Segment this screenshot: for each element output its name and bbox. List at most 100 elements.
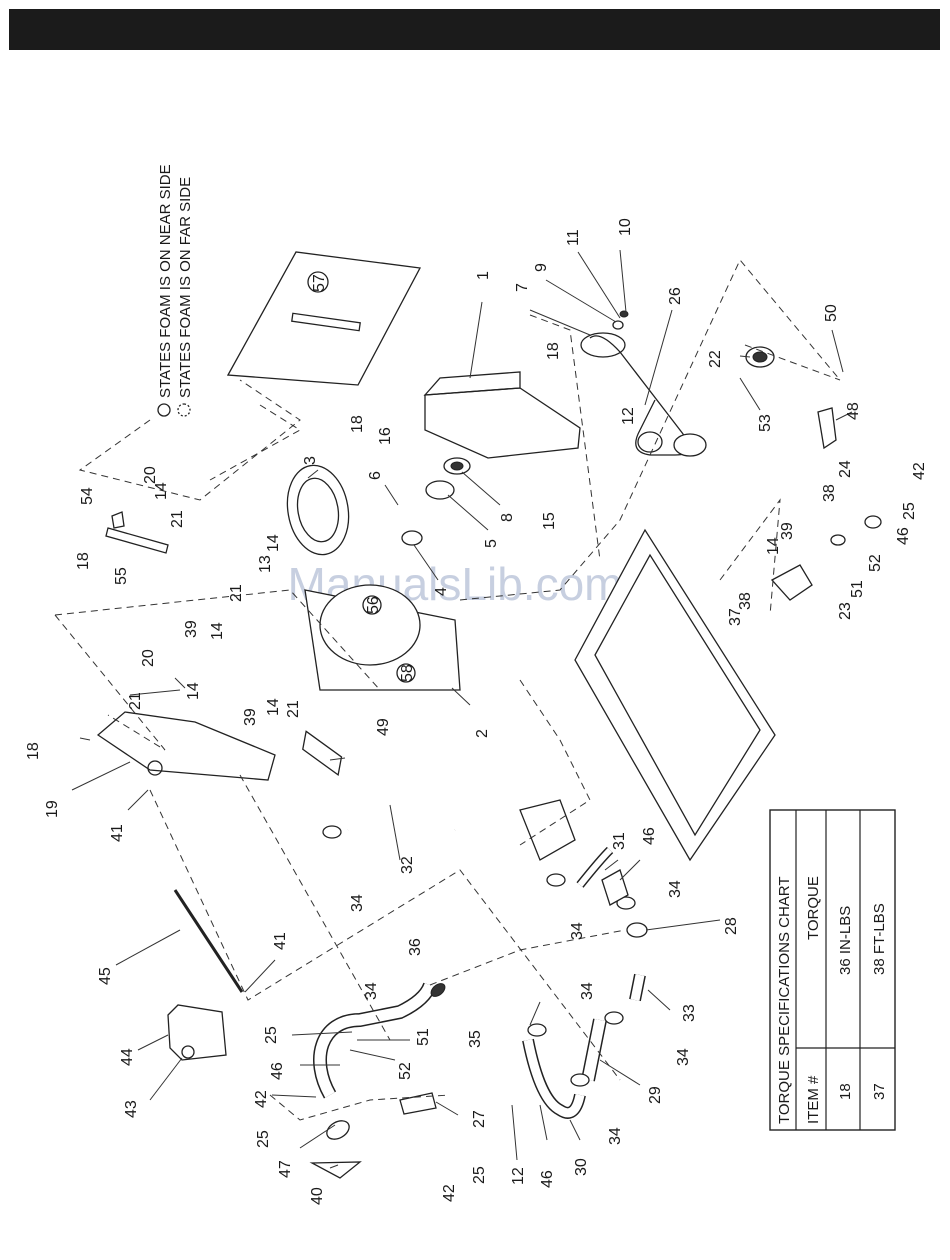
- bracket-48: [817, 407, 837, 450]
- callout-14-e: 14: [265, 698, 282, 716]
- callout-52-a: 52: [397, 1062, 414, 1080]
- shaft-4: [401, 530, 423, 546]
- callout-14-a: 14: [265, 534, 282, 552]
- callout-57: 57: [311, 274, 328, 292]
- belt-pulley-b: [637, 431, 663, 453]
- housing-2-ring: [319, 584, 421, 666]
- callout-38-a: 38: [737, 592, 754, 610]
- far-side-circle-icon: [177, 403, 191, 417]
- clip-54: [111, 511, 125, 529]
- callouts: 1 2 3 4 5 6 7 8 9 10 11 12 12 13 14 14 1…: [25, 218, 928, 1205]
- nut-10: [619, 310, 629, 318]
- callout-5: 5: [483, 539, 500, 548]
- callout-21-d: 21: [285, 700, 302, 718]
- cover-19: [96, 711, 276, 781]
- torque-header-item: ITEM #: [805, 1075, 822, 1124]
- pulley-7: [580, 332, 626, 358]
- callout-34-g: 34: [363, 982, 380, 1000]
- clamp-34-f: [570, 1073, 590, 1087]
- foam-56-circle: [362, 595, 382, 615]
- callout-39-b: 39: [242, 708, 259, 726]
- callout-20-b: 20: [140, 649, 157, 667]
- torque-chart-title: TORQUE SPECIFICATIONS CHART: [776, 876, 793, 1124]
- header-bar: [9, 9, 940, 50]
- clamp-34-a: [322, 825, 342, 839]
- callout-25-c: 25: [255, 1130, 272, 1148]
- callout-2: 2: [474, 729, 491, 738]
- callout-29: 29: [647, 1086, 664, 1104]
- callout-9: 9: [533, 263, 550, 272]
- legend-near-side: STATES FOAM IS ON NEAR SIDE: [157, 164, 174, 398]
- callout-24: 24: [837, 460, 854, 478]
- bearing-8-hole: [450, 461, 464, 471]
- callout-45: 45: [97, 967, 114, 985]
- callout-36: 36: [407, 938, 424, 956]
- panel-57-slot: [291, 312, 361, 332]
- callout-58: 58: [399, 664, 416, 682]
- foam-58-circle: [396, 663, 416, 683]
- callout-11: 11: [565, 229, 582, 246]
- callout-12-b: 12: [510, 1167, 527, 1185]
- callout-15: 15: [541, 512, 558, 530]
- callout-39-c: 39: [779, 522, 796, 540]
- callout-8: 8: [499, 513, 516, 522]
- elbow-33-inner: [630, 974, 645, 1001]
- callout-53: 53: [757, 414, 774, 432]
- callout-48: 48: [845, 402, 862, 420]
- callout-21-a: 21: [169, 510, 186, 528]
- callout-25-a: 25: [901, 502, 918, 520]
- callout-47: 47: [277, 1160, 294, 1178]
- callout-18-d: 18: [25, 742, 42, 760]
- callout-43: 43: [123, 1100, 140, 1118]
- callout-46-c: 46: [641, 827, 658, 845]
- pump-assembly: [519, 799, 576, 861]
- cover-19-port: [147, 760, 163, 776]
- lug-52: [830, 534, 846, 546]
- callout-42-b: 42: [441, 1184, 458, 1202]
- rod-45: [173, 889, 244, 993]
- torque-chart: TORQUE SPECIFICATIONS CHART ITEM # TORQU…: [769, 809, 896, 1131]
- seal-5: [425, 480, 455, 500]
- callout-25-b: 25: [263, 1026, 280, 1044]
- torque-chart-border: [769, 809, 896, 1131]
- callout-3: 3: [302, 456, 319, 465]
- callout-46-b: 46: [539, 1170, 556, 1188]
- callout-52-b: 52: [867, 554, 884, 572]
- callout-1: 1: [475, 271, 492, 280]
- box-44: [167, 1004, 227, 1061]
- callout-25-d: 25: [471, 1166, 488, 1184]
- callout-14-d: 14: [185, 682, 202, 700]
- air-filter-3: [286, 464, 350, 556]
- callout-46-d: 46: [895, 527, 912, 545]
- torque-row-1-value: 36 IN-LBS: [837, 906, 854, 975]
- callout-34-f: 34: [607, 1127, 624, 1145]
- callout-14-b: 14: [153, 482, 170, 500]
- clamp-34-e: [527, 1023, 547, 1037]
- air-filter-3-inner: [296, 477, 340, 543]
- panel-57: [226, 251, 422, 386]
- clamp-47: [326, 1120, 350, 1140]
- callout-21-b: 21: [228, 584, 245, 602]
- callout-18-a: 18: [349, 415, 366, 433]
- callout-38-b: 38: [821, 484, 838, 502]
- callout-44: 44: [119, 1048, 136, 1066]
- parts-artwork: [96, 251, 882, 1179]
- callout-33: 33: [681, 1004, 698, 1022]
- fitting-28: [626, 922, 648, 938]
- callout-51-a: 51: [415, 1028, 432, 1046]
- callout-54: 54: [79, 487, 96, 505]
- knob-43: [181, 1045, 195, 1059]
- callout-27: 27: [471, 1110, 488, 1128]
- callout-32: 32: [399, 856, 416, 874]
- callout-41-a: 41: [109, 824, 126, 842]
- callout-31: 31: [611, 832, 628, 850]
- callout-55: 55: [113, 567, 130, 585]
- clip-40: [309, 1161, 362, 1179]
- callout-34-c: 34: [667, 880, 684, 898]
- callout-4: 4: [433, 587, 450, 596]
- callout-34-e: 34: [579, 982, 596, 1000]
- torque-row-1-item: 18: [837, 1083, 854, 1100]
- chassis-frame: [574, 528, 776, 862]
- callout-51-b: 51: [849, 580, 866, 598]
